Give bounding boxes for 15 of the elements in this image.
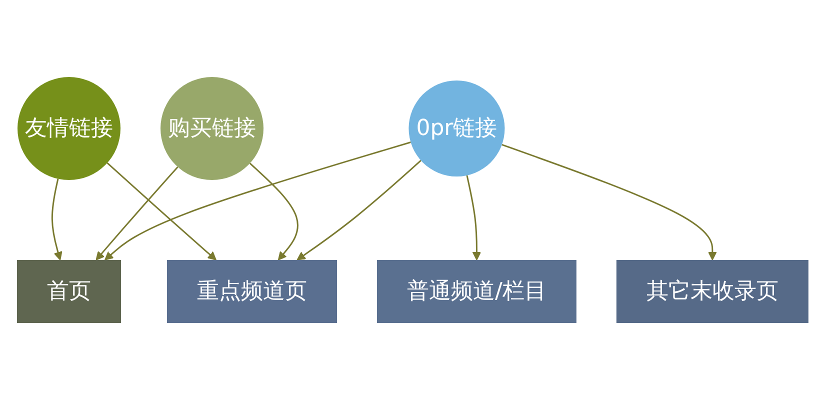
arrow <box>296 160 422 260</box>
node-box: 其它末收录页 <box>616 260 809 323</box>
arrow <box>250 162 299 260</box>
arrow <box>502 144 718 260</box>
node-circle: 购买链接 <box>160 77 264 180</box>
arrow <box>466 175 482 260</box>
node-box: 重点频道页 <box>167 260 338 323</box>
arrow <box>96 166 179 260</box>
arrow <box>104 142 412 260</box>
node-box: 普通频道/栏目 <box>377 260 577 323</box>
arrow <box>107 162 217 260</box>
node-circle: 友情链接 <box>18 77 121 180</box>
node-box: 首页 <box>17 260 122 323</box>
node-circle: 0pr链接 <box>408 80 505 176</box>
arrow <box>52 178 63 260</box>
